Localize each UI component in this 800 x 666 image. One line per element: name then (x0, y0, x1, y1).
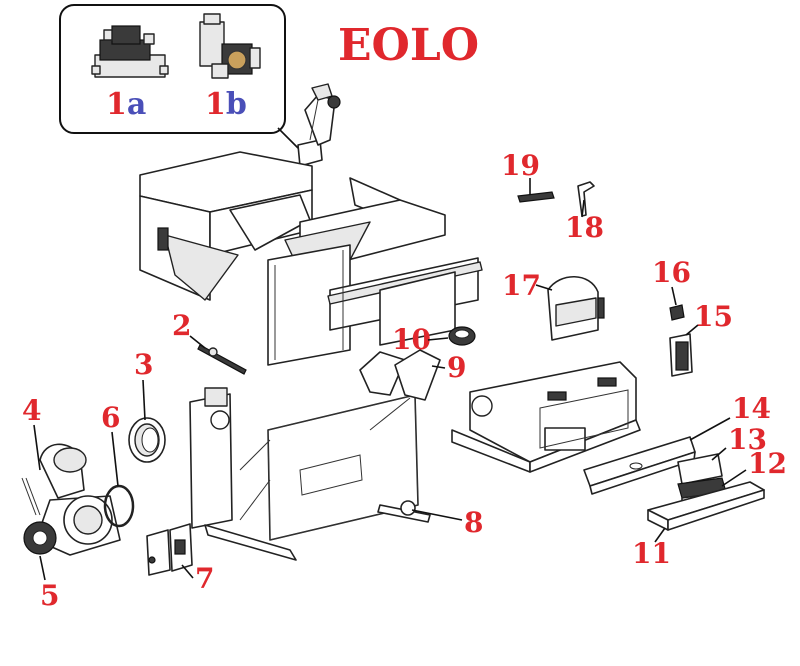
label-15: 15 (694, 300, 733, 333)
label-9: 9 (447, 351, 466, 384)
part-3-ring (128, 417, 166, 463)
leader-17 (535, 284, 553, 291)
part-15-control-panel (669, 333, 693, 377)
geared-motor-part-image (199, 13, 261, 79)
label-1a: 1a (106, 87, 146, 122)
label-19: 19 (501, 149, 540, 182)
label-13: 13 (728, 423, 767, 456)
part-11-ash-tray (647, 481, 765, 531)
leader-15 (685, 324, 699, 336)
part-2-rod (197, 344, 247, 375)
part-19-strip (517, 191, 555, 203)
label-17: 17 (502, 269, 541, 302)
leader-14 (689, 417, 731, 441)
part-13-plate (677, 453, 723, 485)
part-4-5-fan-assembly (21, 443, 121, 556)
leader-11 (654, 527, 666, 543)
label-6: 6 (101, 401, 120, 434)
combustion-chamber (451, 361, 641, 473)
leader-13 (711, 447, 727, 461)
label-7: 7 (195, 562, 214, 595)
leader-5 (39, 555, 46, 581)
leader-12 (721, 469, 747, 487)
leader-16 (671, 286, 677, 306)
inset-box: 1a 1b (59, 4, 286, 134)
label-14: 14 (732, 392, 771, 425)
label-2: 2 (172, 309, 191, 342)
label-5: 5 (40, 579, 59, 612)
leader-10 (427, 337, 449, 341)
diagram-title: EOLO (338, 20, 479, 71)
top-motor-assembly (297, 83, 341, 167)
leader-7 (181, 564, 194, 579)
upper-body-frame (139, 151, 483, 366)
leader-9 (431, 365, 446, 369)
leader-3 (142, 379, 146, 421)
label-4: 4 (22, 394, 41, 427)
part-6-gasket (103, 484, 135, 528)
part-14-panel (583, 436, 696, 495)
leader-1 (277, 127, 301, 151)
label-3: 3 (134, 348, 153, 381)
label-12: 12 (748, 447, 787, 480)
label-11: 11 (632, 537, 671, 570)
label-16: 16 (652, 256, 691, 289)
part-9-brackets (359, 349, 441, 401)
part-16-block (669, 304, 685, 321)
label-18: 18 (565, 211, 604, 244)
lower-frame (189, 387, 431, 561)
part-17-cover (547, 276, 605, 341)
leader-4 (33, 424, 41, 471)
gear-motor-part-image (91, 25, 169, 78)
leader-8 (411, 509, 463, 521)
label-1b: 1b (205, 87, 247, 122)
label-8: 8 (464, 506, 483, 539)
part-10-knob (448, 326, 476, 346)
part-7-plates (146, 523, 193, 576)
leader-2 (189, 335, 206, 349)
label-10: 10 (392, 323, 431, 356)
leader-6 (111, 431, 119, 487)
leader-18 (581, 199, 585, 218)
